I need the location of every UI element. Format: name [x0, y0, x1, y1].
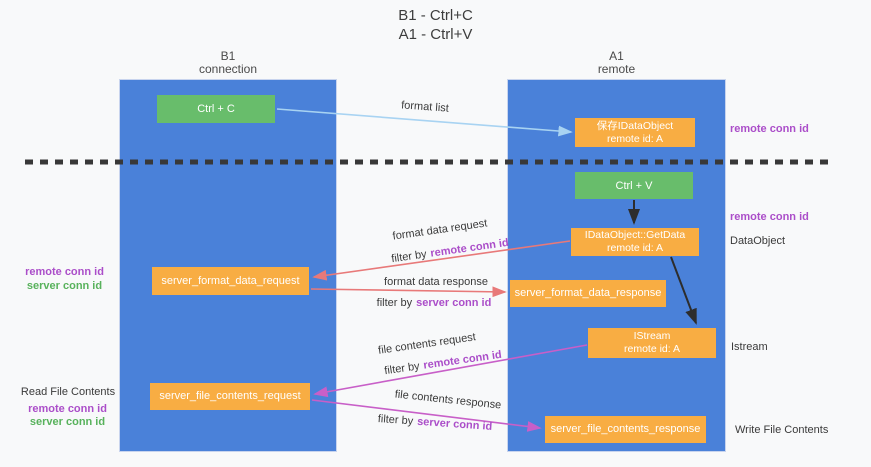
node-ctrl-c: Ctrl + C — [157, 95, 275, 123]
node-server-file-contents-request: server_file_contents_request — [150, 383, 310, 410]
node-ctrl-v-label: Ctrl + V — [615, 179, 653, 192]
node-server-format-data-request: server_format_data_request — [152, 267, 309, 295]
column-b1-name: B1 — [220, 49, 236, 63]
node-istream: IStream remote id: A — [588, 328, 716, 358]
format-data-response-arrow — [310, 286, 507, 298]
node-ctrl-c-label: Ctrl + C — [197, 103, 235, 115]
node-server-format-data-response-label: server_format_data_response — [514, 287, 662, 299]
label-filter-by-2: filter by — [376, 297, 413, 309]
node-save-dataobject: 保存IDataObject remote id: A — [575, 118, 695, 147]
node-server-format-data-request-label: server_format_data_request — [161, 274, 300, 287]
diagram-title: B1 - Ctrl+C A1 - Ctrl+V — [0, 6, 871, 44]
column-a1-role: remote — [597, 62, 636, 76]
node-istream-line2: remote id: A — [623, 343, 681, 355]
node-server-file-contents-response-label: server_file_contents_response — [550, 423, 701, 435]
annotation-read-file-contents: Read File Contents — [20, 386, 116, 398]
node-istream-line1: IStream — [633, 330, 671, 342]
column-b1-role: connection — [198, 62, 258, 76]
label-server-conn-id-filter-1: server conn id — [416, 297, 492, 309]
node-ctrl-v: Ctrl + V — [575, 172, 693, 199]
node-save-dataobject-line2: remote id: A — [606, 132, 664, 145]
label-filter-by-1: filter by — [390, 248, 428, 266]
diagram-title-line2: A1 - Ctrl+V — [398, 26, 473, 43]
column-a1-name: A1 — [609, 49, 624, 63]
annotation-server-conn-id-left-2: server conn id — [29, 416, 106, 428]
annotation-remote-conn-id-left-2: remote conn id — [28, 403, 107, 415]
diagram-title-line1: B1 - Ctrl+C — [398, 7, 473, 24]
annotation-istream: Istream — [731, 341, 768, 353]
node-idataobject-getdata-line2: remote id: A — [606, 242, 664, 254]
node-save-dataobject-line1: 保存IDataObject — [596, 119, 674, 132]
annotation-remote-conn-id-right-1: remote conn id — [730, 123, 809, 135]
label-remote-conn-id-filter-1: remote conn id — [429, 236, 510, 260]
label-remote-conn-id-filter-2: remote conn id — [422, 348, 503, 372]
node-server-file-contents-response: server_file_contents_response — [545, 416, 706, 443]
annotation-dataobject: DataObject — [730, 235, 786, 247]
annotation-server-conn-id-left-1: server conn id — [26, 280, 103, 292]
label-file-contents-response: file contents response — [394, 388, 502, 412]
node-server-format-data-response: server_format_data_response — [510, 280, 666, 307]
annotation-remote-conn-id-left-1: remote conn id — [25, 266, 104, 278]
label-format-data-response: format data response — [384, 276, 488, 288]
column-header-a1: A1 remote — [507, 50, 726, 76]
annotation-write-file-contents: Write File Contents — [735, 424, 829, 436]
annotation-remote-conn-id-right-2: remote conn id — [730, 211, 809, 223]
node-idataobject-getdata-line1: IDataObject::GetData — [584, 229, 686, 241]
node-server-file-contents-request-label: server_file_contents_request — [159, 390, 301, 402]
label-server-conn-id-filter-2: server conn id — [416, 415, 493, 433]
label-filter-by-3: filter by — [383, 360, 421, 378]
node-idataobject-getdata: IDataObject::GetData remote id: A — [571, 228, 699, 256]
column-header-b1: B1 connection — [119, 50, 337, 76]
label-format-list: format list — [400, 99, 450, 115]
label-filter-by-4: filter by — [377, 413, 414, 428]
